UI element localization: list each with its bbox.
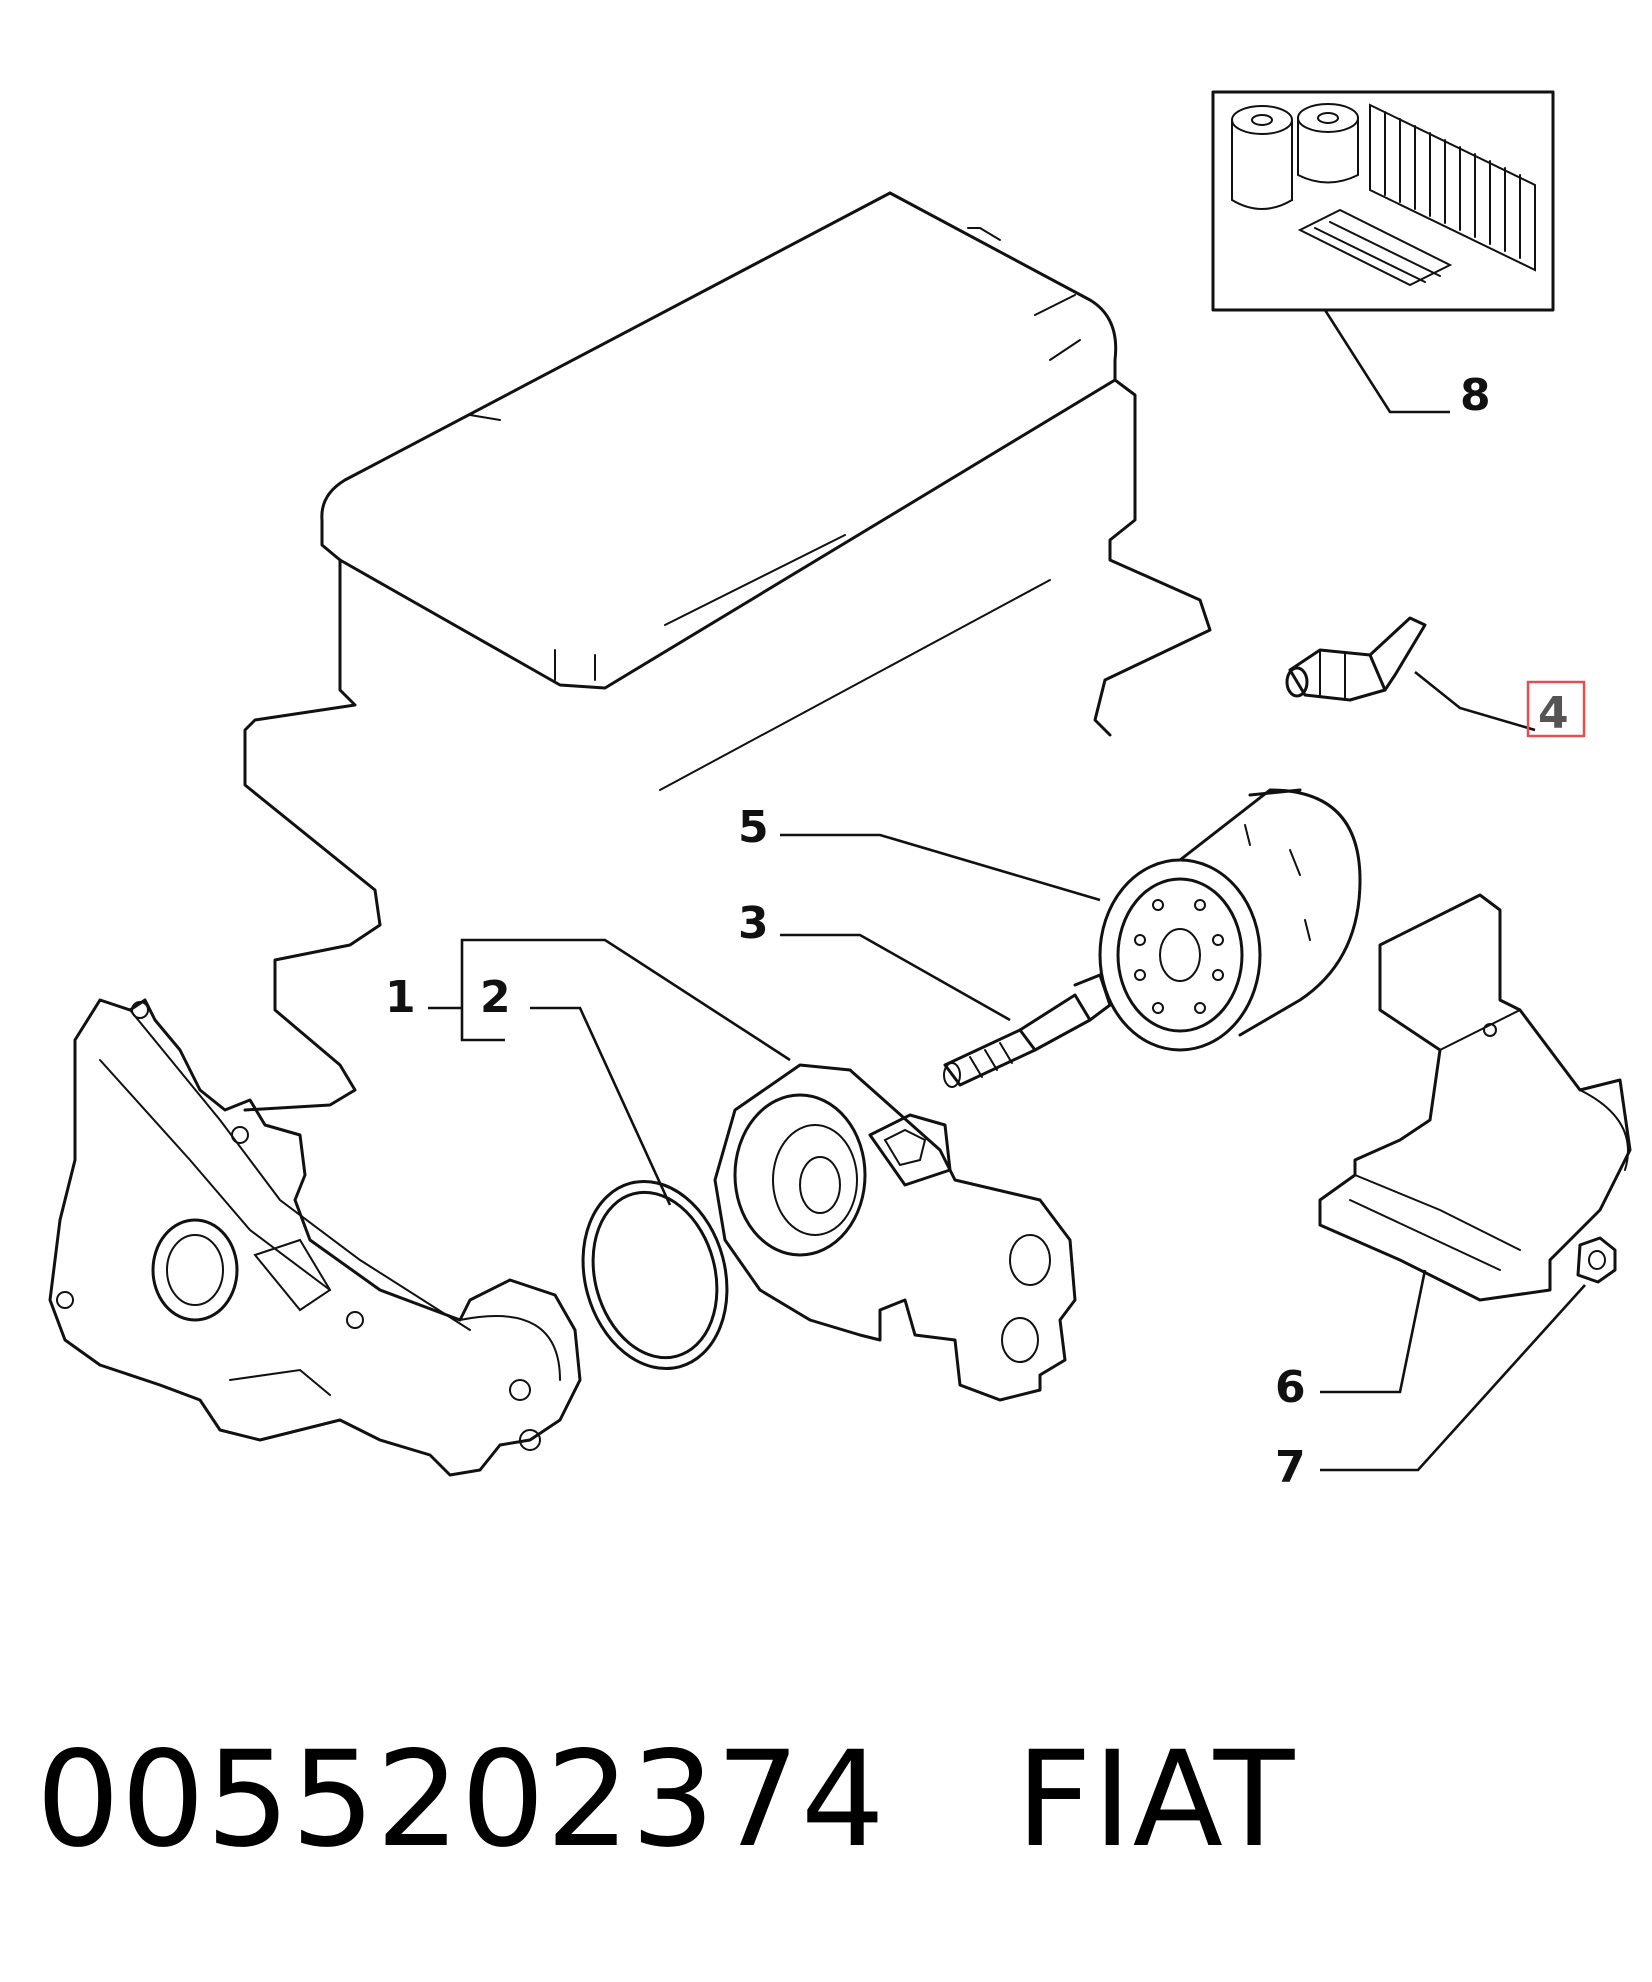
callout-8[interactable]: 8 [1460,370,1491,421]
leader-lines [428,309,1586,1472]
oil-filter-housing-illustration [713,1063,1077,1402]
highlight-box [1526,680,1586,738]
callout-5[interactable]: 5 [738,802,769,853]
nut-illustration [1576,1236,1617,1284]
oil-filter-illustration [1098,788,1362,1052]
oil-pressure-sensor-illustration [1285,616,1427,702]
part-number: 0055202374 [36,1723,886,1877]
brand-name: FIAT [1015,1723,1296,1877]
callout-1[interactable]: 1 [385,972,416,1023]
engine-block-outline [243,191,1212,1112]
o-ring-illustration [581,1179,729,1371]
engine-front-cover-illustration [48,998,582,1477]
callout-6[interactable]: 6 [1275,1362,1306,1413]
threaded-fitting-illustration [943,973,1112,1088]
callout-7[interactable]: 7 [1275,1442,1306,1493]
callout-2[interactable]: 2 [480,972,511,1023]
filter-kit-illustration [1211,90,1555,312]
heat-shield-illustration [1318,893,1632,1302]
exploded-parts-diagram: 1 2 3 4 5 6 7 8 [48,90,1632,1493]
part-caption: 0055202374 FIAT [36,1715,1295,1885]
callout-3[interactable]: 3 [738,898,769,949]
callout-4[interactable]: 4 [1538,688,1569,739]
